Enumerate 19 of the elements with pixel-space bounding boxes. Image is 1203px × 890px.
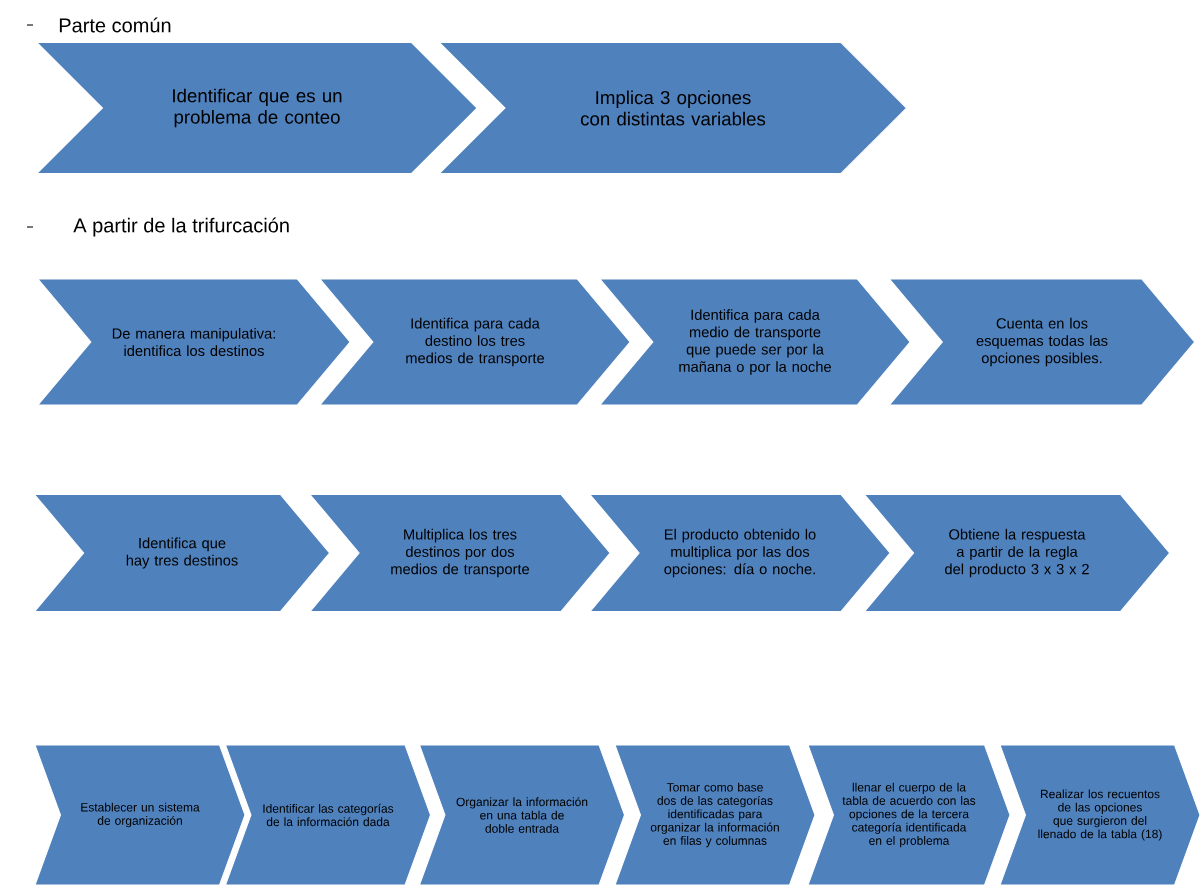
process-step: De manera manipulativa: identifica los destinos bbox=[36, 278, 351, 406]
node-label: Identificar las categorías de la información dada bbox=[263, 803, 394, 827]
process-step: Implica 3 opciones con distintas variables bbox=[438, 42, 908, 174]
process-step: Identifica para cada medio de transporte que puede ser por la mañana o por la noche bbox=[598, 278, 911, 406]
node-label: Establecer un sistema de organización bbox=[81, 802, 200, 828]
process-step: Multiplica los tres destinos por dos medios de transporte bbox=[308, 493, 611, 613]
process-step: Identificar que es un problema de conteo bbox=[35, 42, 478, 174]
process-step: El producto obtenido lo multiplica por las dos opciones: día o noche. bbox=[588, 493, 891, 613]
process-step: Identificar las categorías de la información dada bbox=[224, 744, 432, 886]
process-step: Identifica que hay tres destinos bbox=[33, 493, 331, 613]
section-heading: A partir de la trifurcación bbox=[73, 217, 289, 237]
process-step: Tomar como base dos de las categorías identificadas para organizar la información en filas y columnas bbox=[614, 744, 816, 886]
process-step: Identifica para cada destino los tres medios de transporte bbox=[318, 278, 631, 406]
process-step: Cuenta en los esquemas todas las opciones posibles. bbox=[888, 278, 1196, 406]
process-step: Realizar los recuentos de las opciones que surgieron del llenado de la tabla (18) bbox=[999, 744, 1201, 886]
process-step: Obtiene la respuesta a partir de la regla del producto 3 x 3 x 2 bbox=[863, 493, 1171, 613]
process-step: Organizar la información en una tabla de doble entrada bbox=[418, 744, 626, 886]
process-step: llenar el cuerpo de la tabla de acuerdo con las opciones de la tercera categoría identificada en el problema bbox=[807, 744, 1011, 886]
process-step: Establecer un sistema de organización bbox=[34, 744, 246, 886]
